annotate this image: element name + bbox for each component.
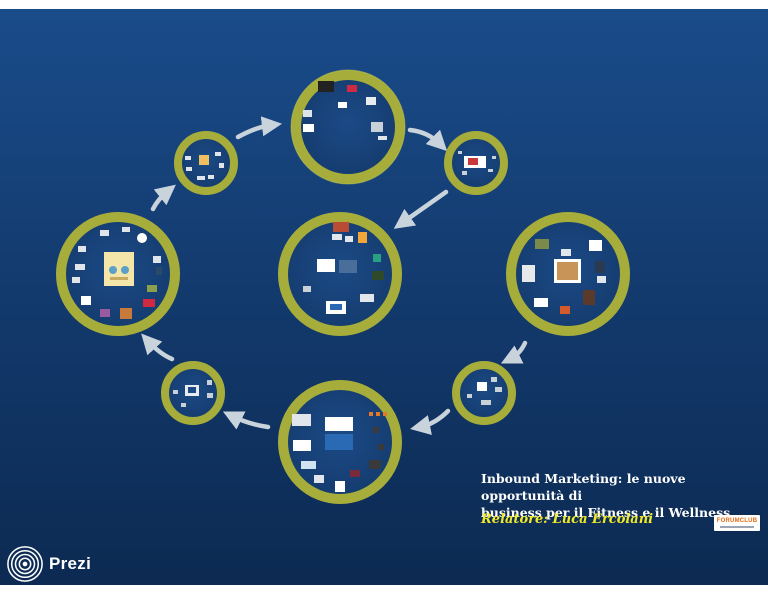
prezi-brand-link[interactable]: Prezi <box>6 546 92 582</box>
frame-ring-left[interactable] <box>56 212 180 336</box>
curved-arrow-icon <box>393 189 449 229</box>
frame-ring-top[interactable] <box>290 69 406 185</box>
flow-arrows <box>141 116 528 435</box>
presentation-title-line-1: Inbound Marketing: le nuove opportunità … <box>481 471 686 503</box>
curved-arrow-icon <box>235 116 283 140</box>
curved-arrow-icon <box>150 184 176 212</box>
forumclub-logo-text: FORUMCLUB <box>716 518 758 524</box>
speaker-name: Relatore: Luca Ercolani <box>481 512 654 527</box>
frame-ring-lower-right[interactable] <box>452 361 516 425</box>
frame-ring-upper-right[interactable] <box>444 131 508 195</box>
forumclub-logo-tagline <box>720 526 754 528</box>
prezi-canvas: Inbound Marketing: le nuove opportunità … <box>0 9 768 585</box>
curved-arrow-icon <box>410 408 451 435</box>
curved-arrow-icon <box>141 333 175 362</box>
frame-ring-lower-left[interactable] <box>161 361 225 425</box>
frame-ring-upper-left[interactable] <box>174 131 238 195</box>
frame-ring-center[interactable] <box>278 212 402 336</box>
curved-arrow-icon <box>222 411 271 430</box>
presentation-title: Inbound Marketing: le nuove opportunità … <box>481 470 766 521</box>
forumclub-logo: FORUMCLUB <box>714 515 760 531</box>
presentation-title-line-2: business per il Fitness e il Wellness <box>481 505 731 520</box>
curved-arrow-icon <box>500 340 528 364</box>
presentation-flow-diagram <box>56 69 630 504</box>
prezi-brand-name: Prezi <box>49 554 92 573</box>
frame-ring-right[interactable] <box>506 212 630 336</box>
curved-arrow-icon <box>407 127 448 152</box>
prezi-logo-icon <box>7 546 43 582</box>
frame-ring-bottom[interactable] <box>278 380 402 504</box>
